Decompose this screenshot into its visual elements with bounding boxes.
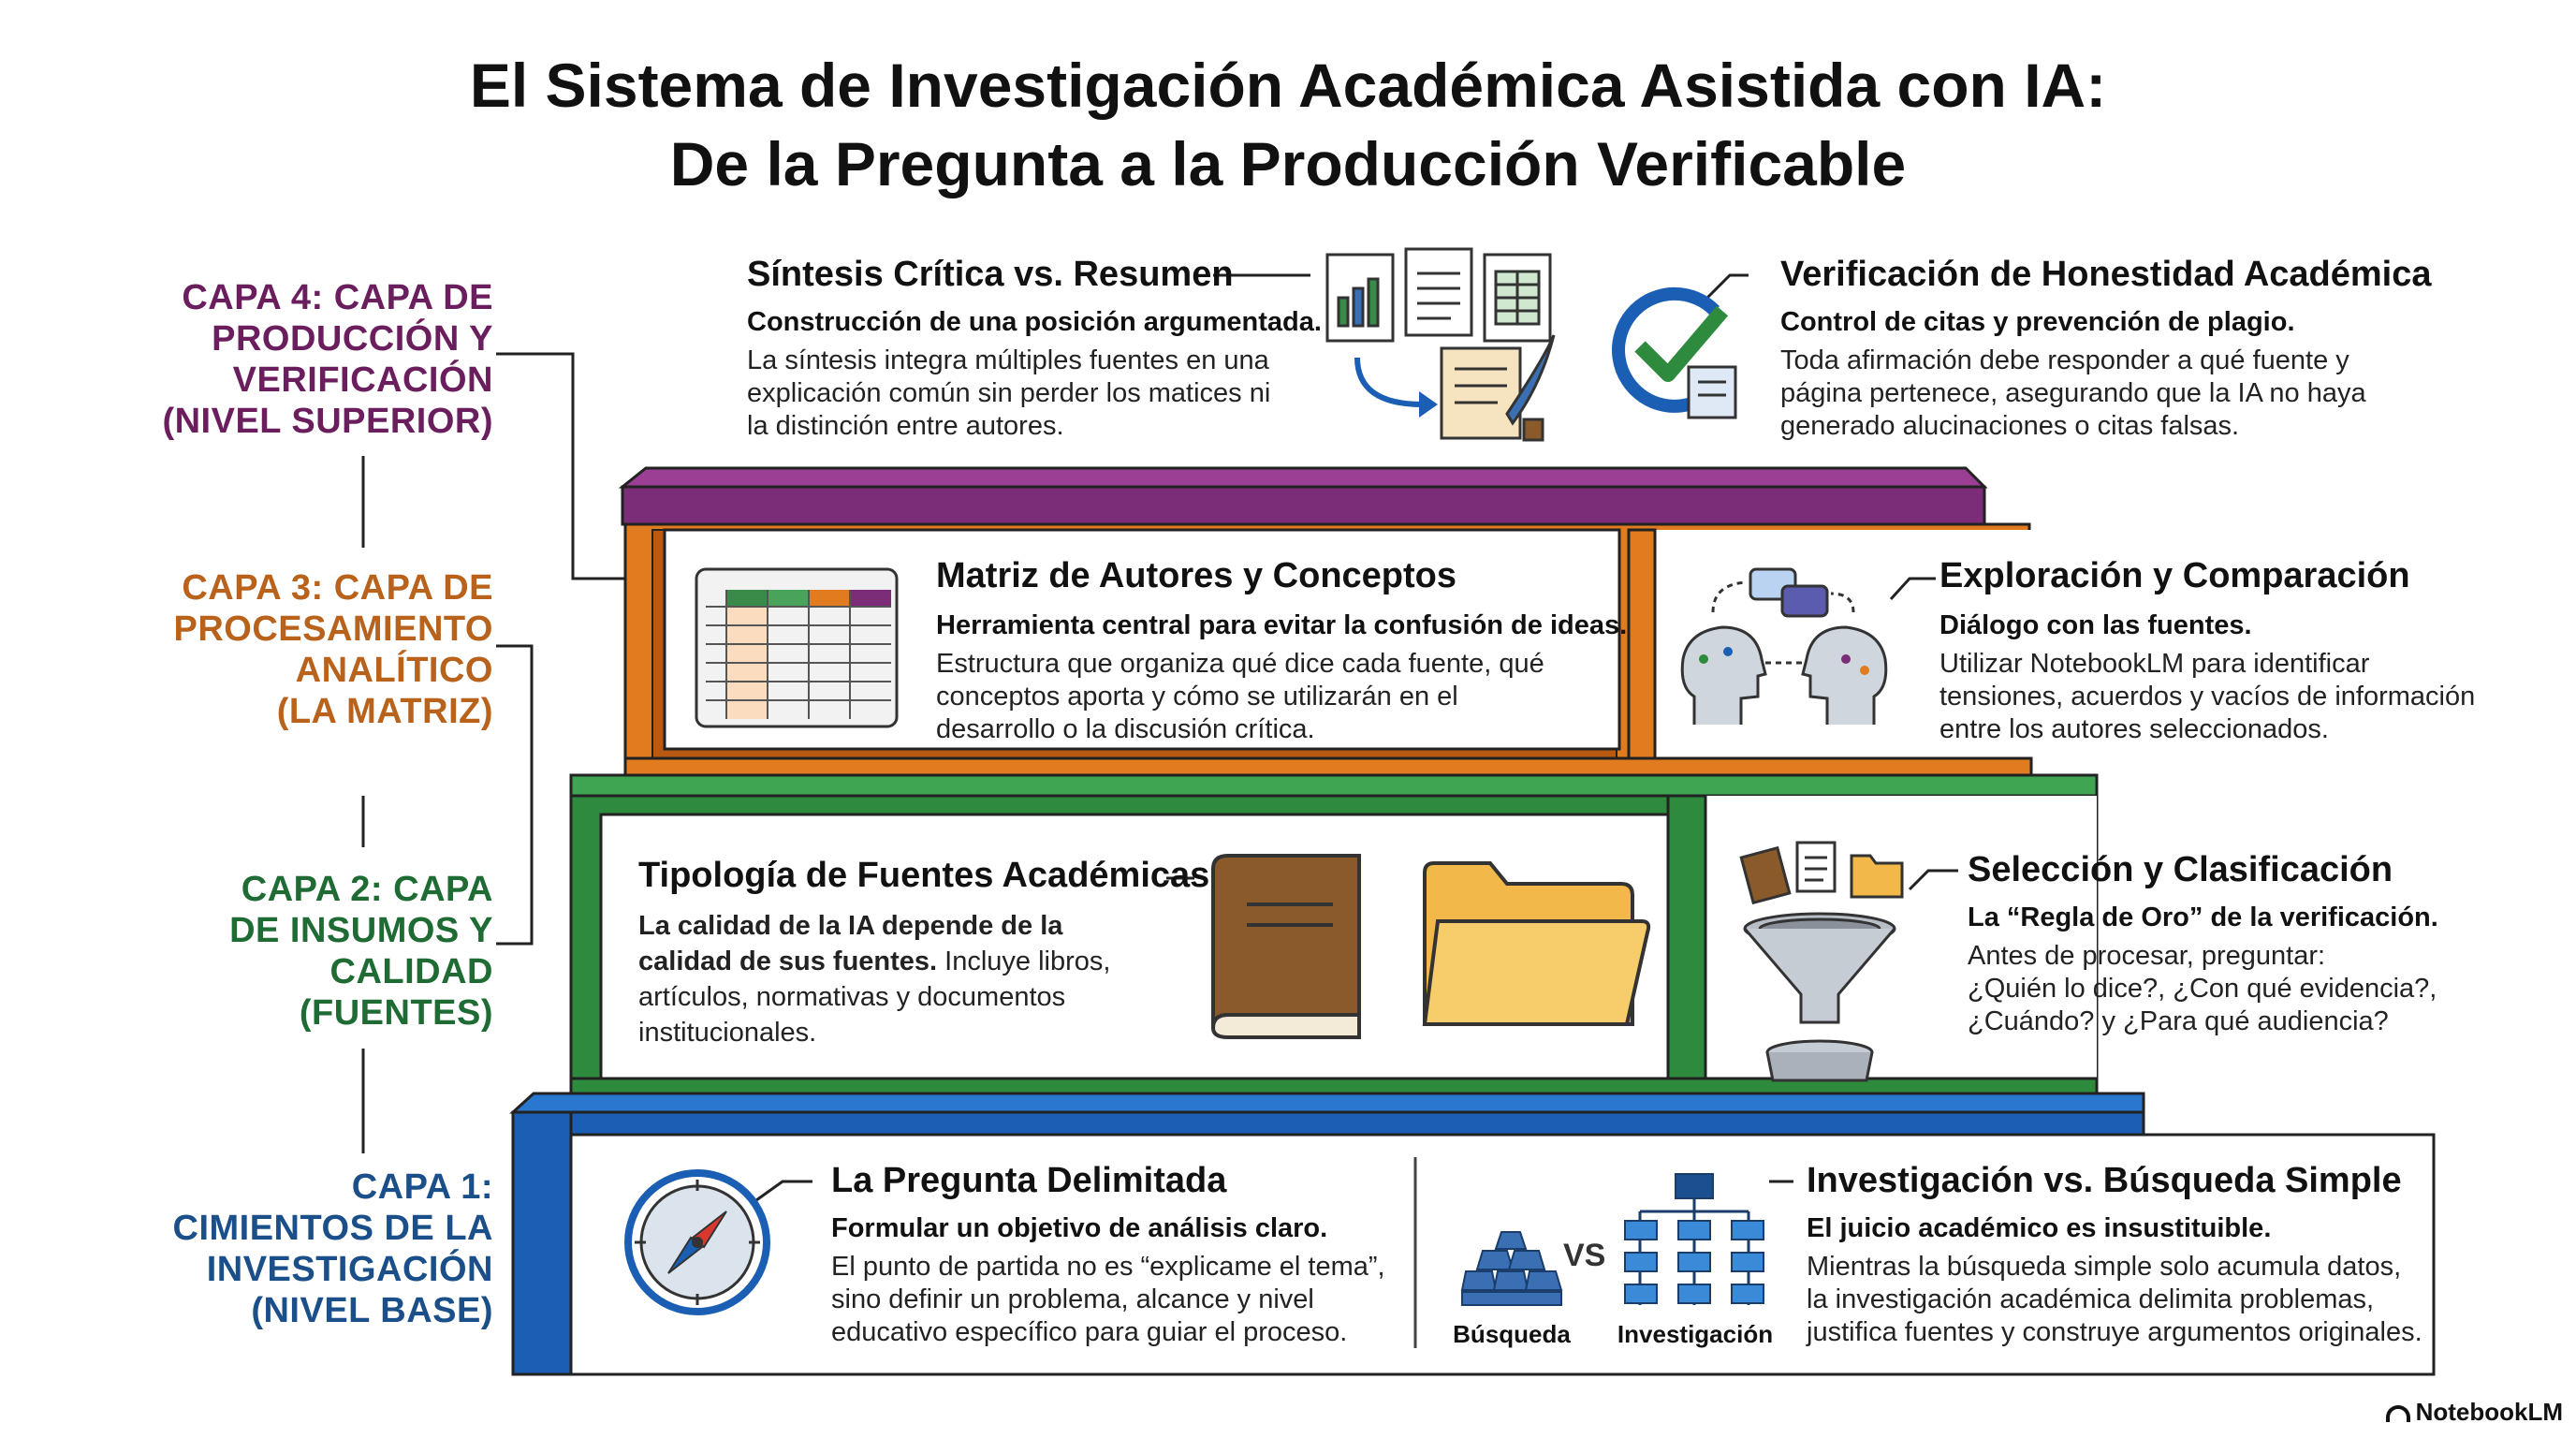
- capa4-label: CAPA 4: CAPA DE PRODUCCIÓN Y VERIFICACIÓ…: [162, 277, 493, 442]
- body-line: Utilizar NotebookLM para identificar: [1939, 649, 2370, 679]
- busqueda-label: Búsqueda: [1453, 1320, 1571, 1348]
- body-line: Antes de procesar, preguntar:: [1968, 941, 2326, 971]
- book-folder-icon: [1210, 854, 1651, 1039]
- pregunta-body: El punto de partida no es “explicame el …: [831, 1251, 1385, 1349]
- verificacion-heading: Verificación de Honestidad Académica: [1780, 255, 2432, 294]
- hierarchy-icon: [1624, 1173, 1764, 1305]
- body-line: ¿Quién lo dice?, ¿Con qué evidencia?,: [1968, 974, 2437, 1004]
- investigacion-heading: Investigación vs. Búsqueda Simple: [1807, 1161, 2402, 1200]
- matriz-sub: Herramienta central para evitar la confu…: [936, 610, 1628, 640]
- tipologia-body: La calidad de la IA depende de la calida…: [638, 908, 1110, 1050]
- body-line: entre los autores seleccionados.: [1939, 714, 2329, 744]
- sintesis-body: La síntesis integra múltiples fuentes en…: [747, 345, 1270, 443]
- capa2-label-line: CAPA 2: CAPA: [241, 870, 493, 909]
- body-line: justifica fuentes y construye argumentos…: [1807, 1317, 2422, 1347]
- tipologia-sub-line: calidad de sus fuentes.: [638, 946, 938, 976]
- vs-label: VS: [1563, 1238, 1606, 1273]
- body-line: desarrollo o la discusión crítica.: [936, 714, 1315, 744]
- pregunta-sub: Formular un objetivo de análisis claro.: [831, 1213, 1328, 1243]
- tipologia-sub-line: La calidad de la IA depende de la: [638, 911, 1063, 941]
- capa2-label-line: CALIDAD: [329, 952, 493, 991]
- body-line: tensiones, acuerdos y vacíos de informac…: [1939, 682, 2476, 712]
- body-line: Estructura que organiza qué dice cada fu…: [936, 649, 1544, 679]
- body-line: explicación común sin perder los matices…: [747, 378, 1271, 408]
- brand-text: NotebookLM: [2415, 1398, 2563, 1426]
- body-line: Toda afirmación debe responder a qué fue…: [1780, 345, 2349, 375]
- funnel-icon: [1739, 841, 1904, 1082]
- body-line: conceptos aporta y cómo se utilizarán en…: [936, 682, 1458, 712]
- capa1-label-line: CAPA 1:: [351, 1167, 493, 1207]
- capa4-label-line: VERIFICACIÓN: [232, 360, 493, 400]
- body-line: La síntesis integra múltiples fuentes en…: [747, 345, 1269, 375]
- exploracion-sub: Diálogo con las fuentes.: [1939, 610, 2252, 640]
- capa3-label-line: (LA MATRIZ): [276, 692, 493, 731]
- documents-quill-icon: [1325, 247, 1556, 442]
- seleccion-body: Antes de procesar, preguntar: ¿Quién lo …: [1968, 940, 2437, 1038]
- body-line: la investigación académica delimita prob…: [1807, 1284, 2375, 1314]
- body-line: educativo específico para guiar el proce…: [831, 1317, 1348, 1347]
- capa4-shelf-top: [618, 466, 1988, 489]
- sintesis-heading: Síntesis Crítica vs. Resumen: [747, 255, 1234, 294]
- verificacion-sub: Control de citas y prevención de plagio.: [1780, 307, 2295, 337]
- body-line: artículos, normativas y documentos: [638, 982, 1066, 1012]
- pregunta-heading: La Pregunta Delimitada: [831, 1161, 1227, 1200]
- body-line: generado alucinaciones o citas falsas.: [1780, 411, 2240, 441]
- investigacion-label: Investigación: [1617, 1320, 1774, 1348]
- body-line: Mientras la búsqueda simple solo acumula…: [1807, 1252, 2402, 1282]
- layer-connectors: [361, 352, 625, 1153]
- capa1-label: CAPA 1: CIMIENTOS DE LA INVESTIGACIÓN (N…: [173, 1167, 494, 1331]
- body-line: El punto de partida no es “explicame el …: [831, 1252, 1385, 1282]
- body-line: ¿Cuándo? y ¿Para qué audiencia?: [1968, 1006, 2389, 1036]
- body-line: sino definir un problema, alcance y nive…: [831, 1284, 1314, 1314]
- tipologia-heading: Tipología de Fuentes Académicas: [638, 856, 1210, 895]
- exploracion-heading: Exploración y Comparación: [1939, 556, 2410, 595]
- verificacion-body: Toda afirmación debe responder a qué fue…: [1780, 345, 2366, 443]
- capa1-label-line: (NIVEL BASE): [251, 1291, 493, 1330]
- capa4-label-line: (NIVEL SUPERIOR): [162, 402, 493, 441]
- body-line: institucionales.: [638, 1018, 817, 1048]
- page-title-line-1: El Sistema de Investigación Académica As…: [469, 51, 2107, 120]
- page-title-line-2: De la Pregunta a la Producción Verificab…: [669, 129, 1907, 198]
- capa1-label-line: INVESTIGACIÓN: [206, 1250, 493, 1289]
- compass-icon: [624, 1169, 770, 1315]
- capa4-label-line: CAPA 4: CAPA DE: [182, 278, 493, 317]
- capa3-label-line: ANALÍTICO: [295, 651, 493, 690]
- body-line: la distinción entre autores.: [747, 411, 1064, 441]
- seleccion-heading: Selección y Clasificación: [1968, 850, 2393, 889]
- capa1-label-line: CIMIENTOS DE LA: [172, 1209, 493, 1248]
- capa4-label-line: PRODUCCIÓN Y: [212, 319, 493, 359]
- brand-watermark: NotebookLM: [2385, 1398, 2563, 1427]
- capa3-label-line: CAPA 3: CAPA DE: [182, 568, 493, 608]
- matriz-body: Estructura que organiza qué dice cada fu…: [936, 648, 1544, 746]
- matriz-heading: Matriz de Autores y Conceptos: [936, 556, 1457, 595]
- checkmark-circle-icon: [1612, 286, 1737, 419]
- investigacion-body: Mientras la búsqueda simple solo acumula…: [1807, 1251, 2422, 1349]
- capa2-label-line: (FUENTES): [299, 993, 493, 1033]
- sintesis-sub: Construcción de una posición argumentada…: [747, 307, 1322, 337]
- capa2-label-line: DE INSUMOS Y: [229, 911, 493, 950]
- spreadsheet-icon: [695, 567, 899, 728]
- investigacion-sub: El juicio académico es insustituible.: [1807, 1213, 2272, 1243]
- body-line: página pertenece, asegurando que la IA n…: [1780, 378, 2366, 408]
- capa4-shelf-front: [621, 485, 1986, 526]
- tipologia-sub-tail: Incluye libros,: [937, 946, 1111, 976]
- capa3-label-line: PROCESAMIENTO: [173, 609, 493, 649]
- notebooklm-logo-icon: [2385, 1405, 2410, 1423]
- capa3-label: CAPA 3: CAPA DE PROCESAMIENTO ANALÍTICO …: [173, 567, 493, 732]
- capa2-label: CAPA 2: CAPA DE INSUMOS Y CALIDAD (FUENT…: [229, 869, 493, 1034]
- seleccion-sub: La “Regla de Oro” de la verificación.: [1968, 902, 2438, 932]
- stacked-bars-icon: [1460, 1231, 1563, 1306]
- exploracion-body: Utilizar NotebookLM para identificar ten…: [1939, 648, 2475, 746]
- heads-dialogue-icon: [1680, 567, 1888, 725]
